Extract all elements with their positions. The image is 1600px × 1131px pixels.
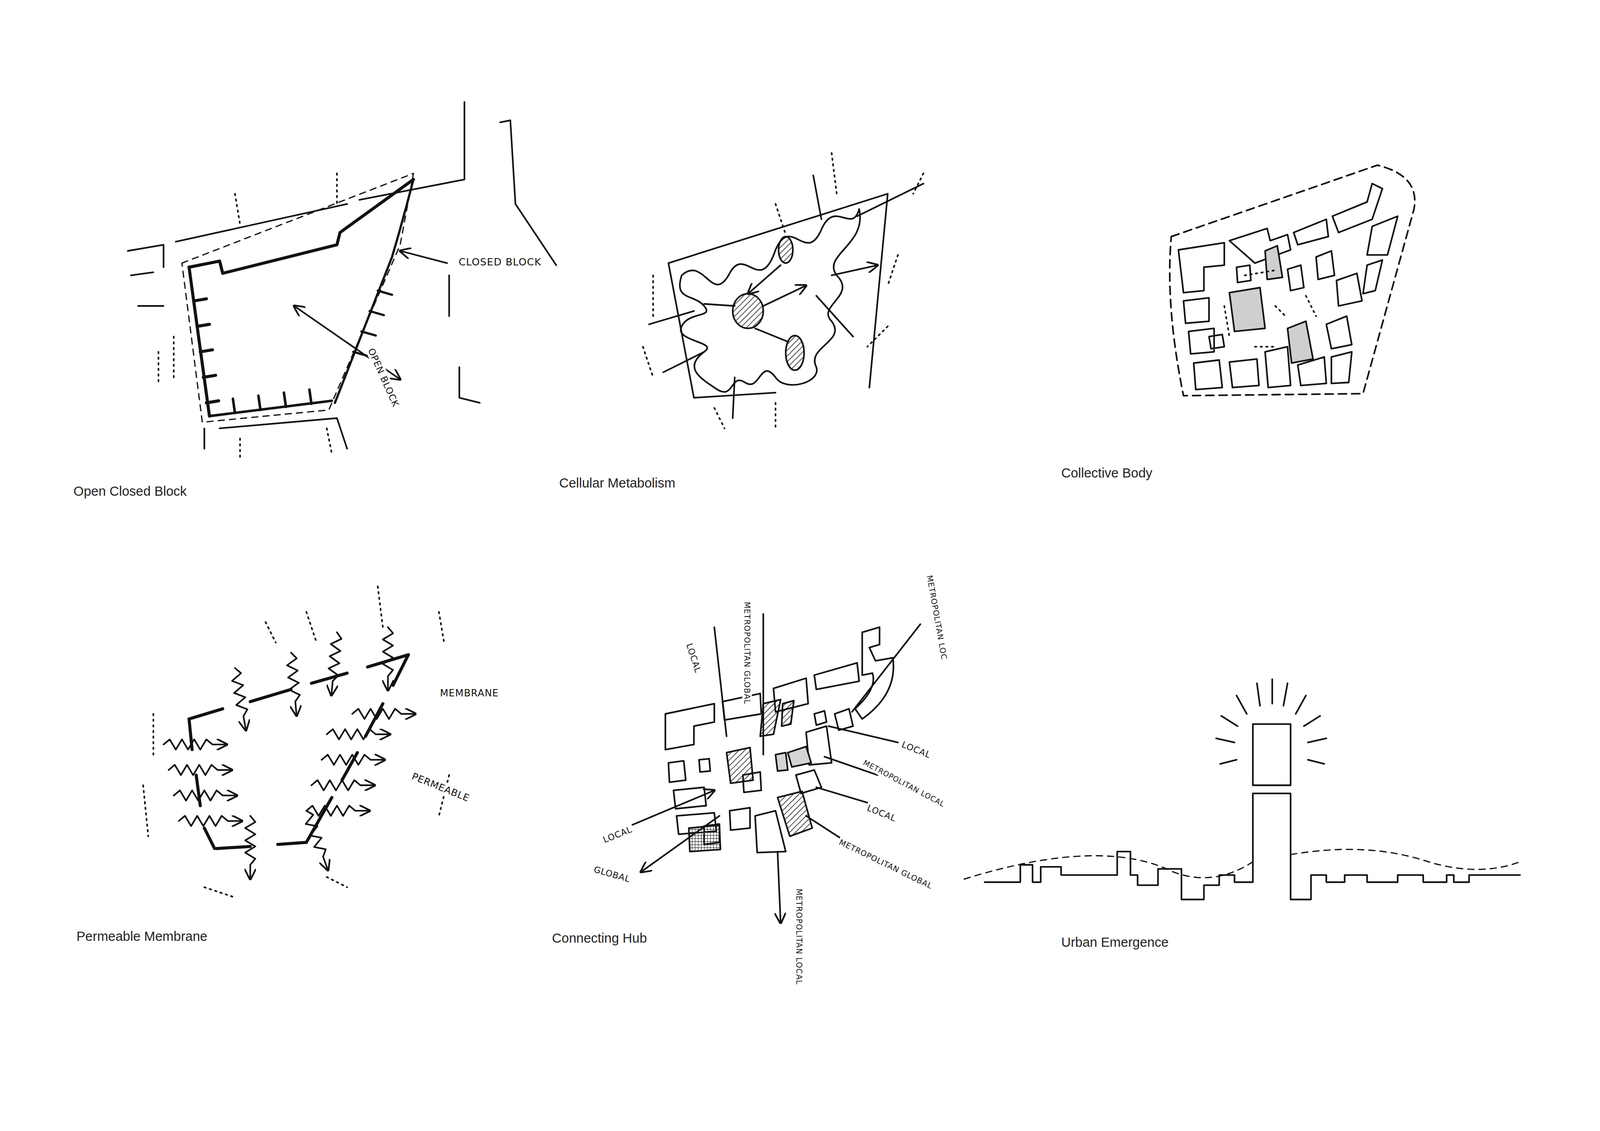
handwritten-label: CLOSED BLOCK bbox=[457, 256, 543, 269]
collective-body-sketch bbox=[1169, 165, 1415, 396]
handwritten-label: GLOBAL bbox=[591, 863, 634, 885]
open-closed-block-sketch bbox=[127, 102, 556, 460]
handwritten-label: METROPOLITAN LOCAL bbox=[794, 887, 804, 987]
sketch-caption: Permeable Membrane bbox=[76, 929, 208, 945]
sketch-caption: Collective Body bbox=[1061, 466, 1153, 481]
sketch-caption: Connecting Hub bbox=[551, 931, 647, 946]
urban-emergence-sketch bbox=[964, 679, 1521, 900]
handwritten-label: PERMEABLE bbox=[409, 770, 473, 806]
sketch-caption: Urban Emergence bbox=[1061, 935, 1169, 951]
handwritten-label: METROPOLITAN GLOBAL bbox=[836, 836, 936, 892]
sketch-caption: Cellular Metabolism bbox=[559, 476, 676, 492]
handwritten-label: MEMBRANE bbox=[438, 688, 501, 700]
handwritten-label: METROPOLITAN GLOBAL bbox=[742, 600, 752, 706]
sketch-caption: Open Closed Block bbox=[73, 484, 187, 499]
handwritten-label: METROPOLITAN LOCAL bbox=[860, 757, 948, 810]
cellular-metabolism-sketch bbox=[643, 152, 924, 429]
handwritten-label: LOCAL bbox=[683, 640, 704, 676]
permeable-membrane-sketch bbox=[143, 586, 450, 898]
handwritten-label: LOCAL bbox=[600, 823, 635, 846]
handwritten-label: METROPOLITAN LOC bbox=[924, 572, 950, 662]
handwritten-label: LOCAL bbox=[898, 738, 934, 761]
handwritten-label: LOCAL bbox=[864, 802, 899, 825]
